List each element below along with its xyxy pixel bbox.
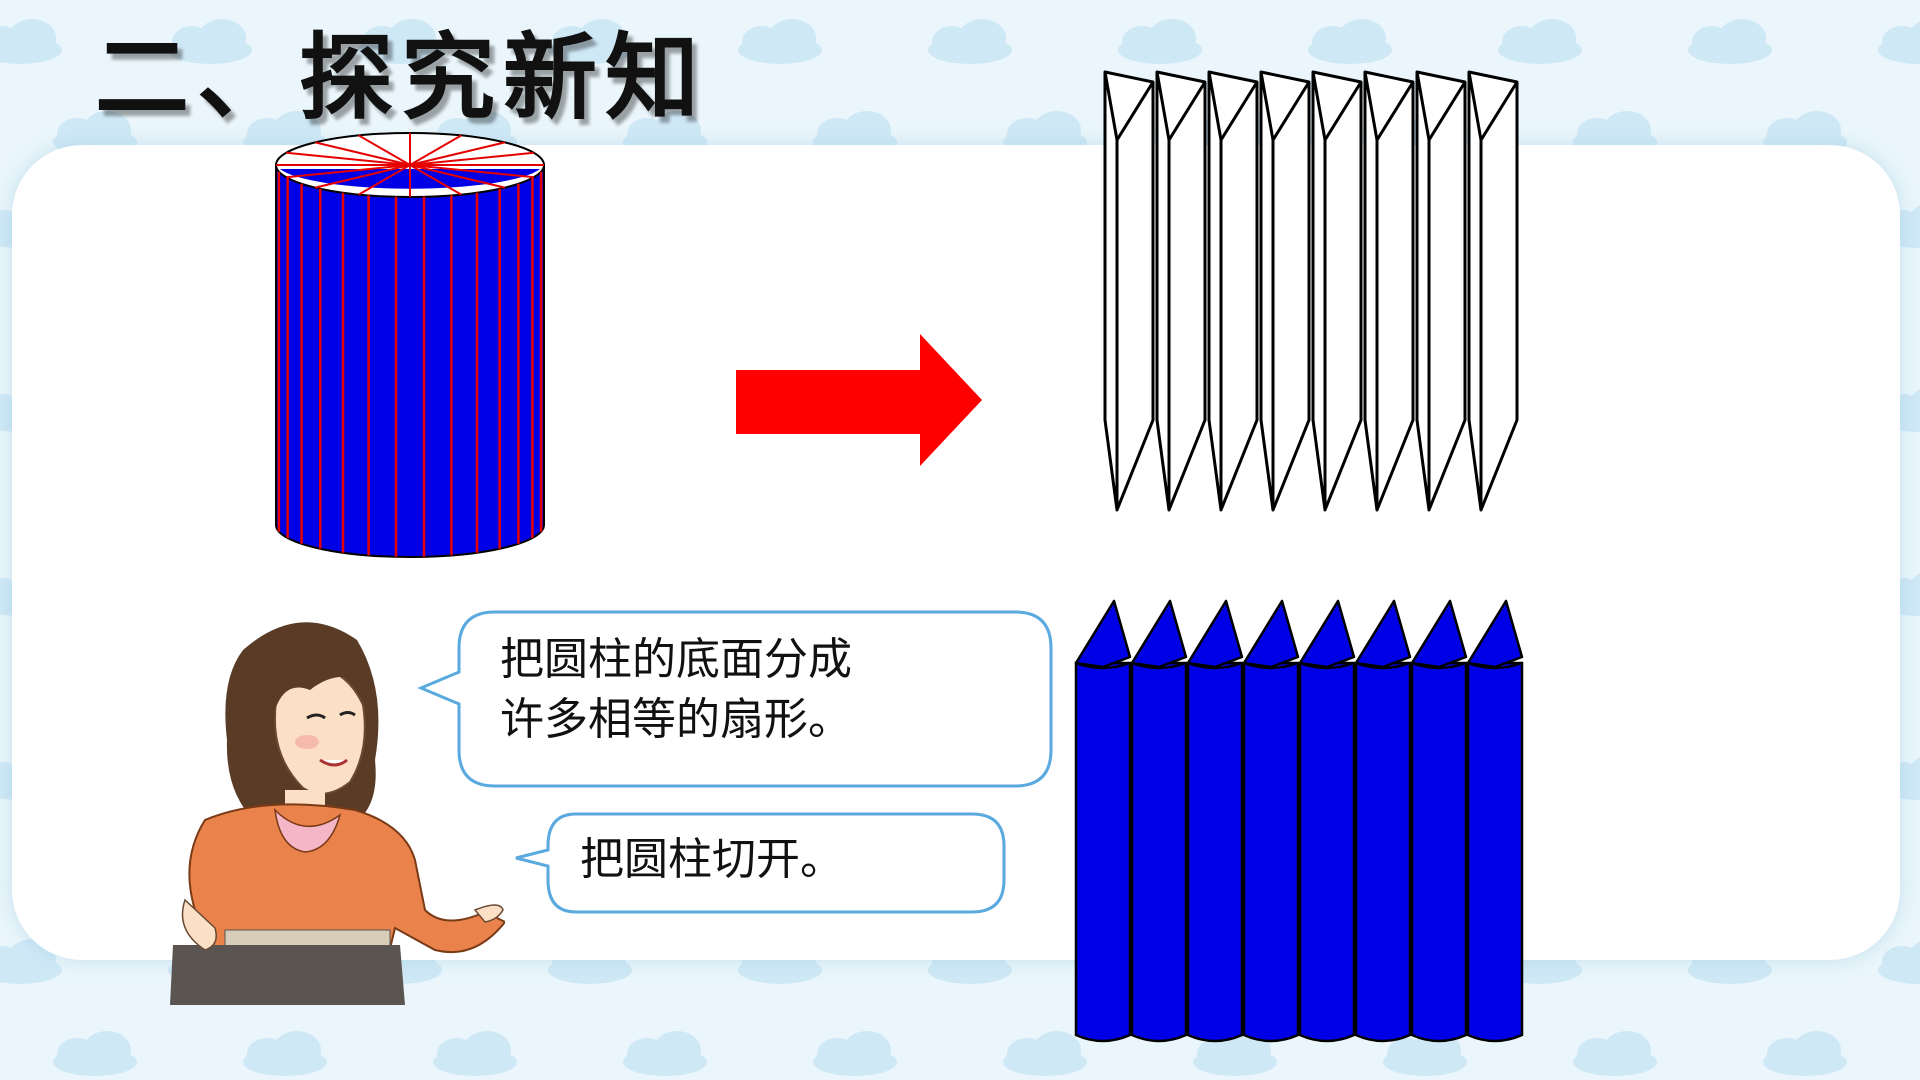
slide-title: 二、探究新知 <box>95 24 708 133</box>
blue-prism-strip <box>1242 599 1300 1043</box>
blue-prism-strip <box>1130 599 1188 1043</box>
blue-prism-strip <box>1410 599 1468 1043</box>
blue-prism-strip <box>1186 599 1244 1043</box>
blue-prism-strip <box>1466 599 1524 1043</box>
cut-ray <box>409 164 534 179</box>
cut-ray <box>286 151 411 166</box>
cut-ray <box>358 164 411 196</box>
white-prism-strip <box>1103 70 1155 512</box>
white-prism-strip <box>1155 70 1207 512</box>
cut-ray <box>409 141 506 166</box>
cut-ray <box>286 164 411 179</box>
blue-prism-strip <box>1354 599 1412 1043</box>
speech-text-2: 把圆柱切开。 <box>580 834 844 885</box>
white-prism-strips <box>1103 70 1519 512</box>
cut-ray <box>314 141 411 166</box>
blue-prism-strip <box>1298 599 1356 1043</box>
cut-ray <box>358 134 411 166</box>
white-prism-strip <box>1207 70 1259 512</box>
cut-ray <box>314 164 411 189</box>
blue-prism-strip <box>1074 599 1132 1043</box>
arrow-right-icon <box>736 334 982 466</box>
white-prism-strip <box>1363 70 1415 512</box>
cut-ray <box>409 151 534 166</box>
white-prism-strip <box>1415 70 1467 512</box>
speech-text-1: 把圆柱的底面分成 许多相等的扇形。 <box>500 634 852 745</box>
blue-prism-strips <box>1074 599 1524 1043</box>
speech-bubble-2 <box>515 812 1006 914</box>
white-prism-strip <box>1311 70 1363 512</box>
white-prism-strip <box>1259 70 1311 512</box>
cut-ray <box>409 134 462 166</box>
speech-bubble-1 <box>417 610 1053 788</box>
teacher-figure <box>170 622 505 1005</box>
cut-ray <box>409 164 506 189</box>
cylinder-illustration <box>275 132 545 558</box>
white-prism-strip <box>1467 70 1519 512</box>
cut-ray <box>409 164 462 196</box>
